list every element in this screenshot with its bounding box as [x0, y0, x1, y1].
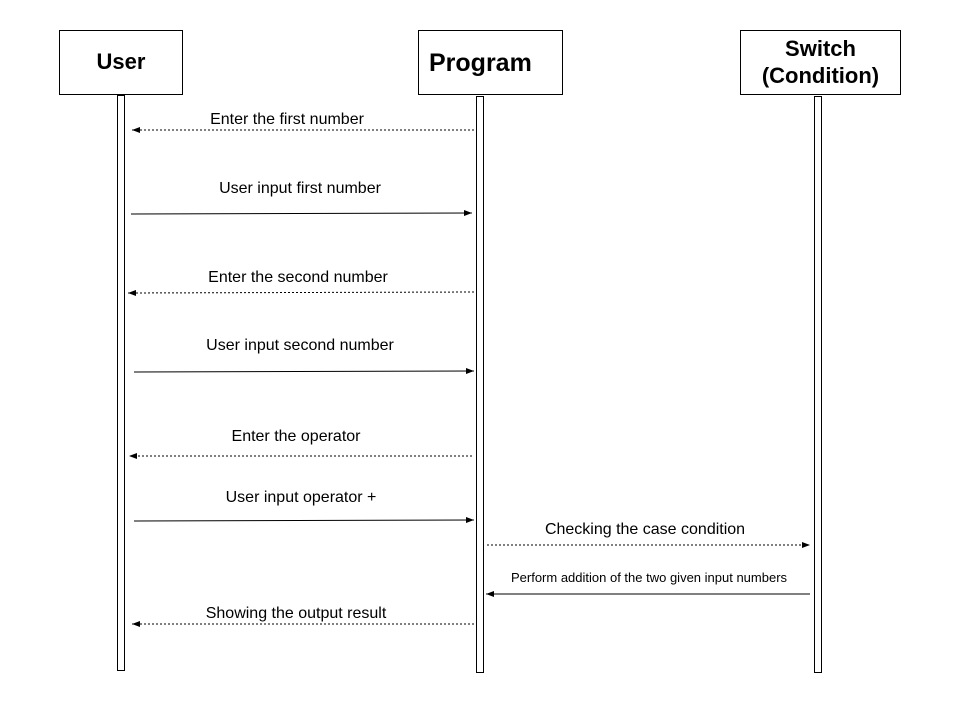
- participant-user-label: User: [96, 49, 146, 75]
- message-label-1: Enter the first number: [210, 111, 364, 128]
- participant-program: Program: [418, 30, 563, 95]
- message-label-9: Showing the output result: [205, 605, 387, 622]
- message-arrow-3: [127, 289, 475, 296]
- participant-switch-label-line1: Switch: [785, 36, 856, 62]
- message-label-7: Checking the case condition: [544, 521, 746, 538]
- participant-user: User: [59, 30, 183, 95]
- message-label-6: User input operator +: [225, 489, 377, 506]
- message-label-2: User input first number: [219, 180, 381, 197]
- message-arrow-2: [130, 210, 473, 217]
- participant-program-label: Program: [429, 48, 532, 77]
- lifeline-switch: [814, 96, 822, 673]
- message-label-8: Perform addition of the two given input …: [510, 570, 788, 585]
- message-label-4: User input second number: [206, 337, 394, 354]
- participant-switch-label-line2: (Condition): [761, 62, 880, 88]
- lifeline-program: [476, 96, 484, 673]
- message-arrow-4: [133, 368, 475, 375]
- message-label-3: Enter the second number: [208, 269, 388, 286]
- message-label-5: Enter the operator: [231, 428, 361, 445]
- lifeline-user: [117, 95, 125, 671]
- participant-switch: Switch (Condition): [740, 30, 901, 95]
- message-arrow-6: [133, 517, 475, 524]
